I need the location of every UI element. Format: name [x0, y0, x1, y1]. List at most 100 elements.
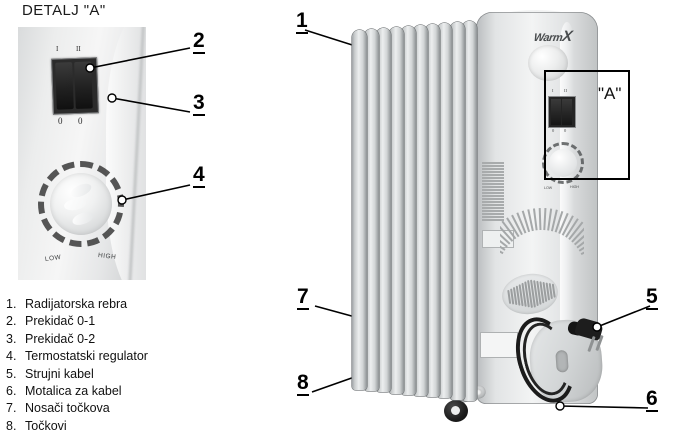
- radiator-fin: [400, 26, 416, 395]
- vent-slat: [482, 207, 504, 209]
- legend-item-label: Termostatski regulator: [25, 349, 148, 364]
- vent-slat: [551, 283, 556, 298]
- legend-item: 8.Točkovi: [6, 418, 221, 435]
- radial-fan-grille: [500, 208, 584, 274]
- legend-item-number: 2.: [6, 314, 17, 329]
- radiator-fin: [352, 30, 367, 390]
- fan-grille-slat: [543, 208, 547, 231]
- callout-number-4: 4: [193, 163, 205, 188]
- fan-grille-slat: [538, 208, 542, 231]
- thermostat-dial-panel[interactable]: [542, 142, 584, 184]
- vent-slat: [482, 189, 504, 191]
- vent-slat: [482, 198, 504, 200]
- vent-slat: [482, 204, 504, 206]
- callout-number-7: 7: [297, 285, 309, 310]
- callout-number-2: 2: [193, 29, 205, 54]
- legend-item-number: 6.: [6, 384, 17, 399]
- panel-switch-mark-i: I: [552, 88, 554, 93]
- callout-number-3: 3: [193, 91, 205, 116]
- vent-slat: [482, 219, 504, 221]
- vent-slat: [482, 171, 504, 173]
- legend-item-label: Prekidač 0-1: [25, 314, 96, 329]
- vent-slat: [482, 180, 504, 182]
- fan-grille-slat: [532, 208, 538, 231]
- vent-slat: [482, 201, 504, 203]
- callout-number-8: 8: [297, 371, 309, 396]
- radiator-fin: [425, 24, 441, 398]
- legend-item: 6. Motalica za kabel: [6, 383, 221, 400]
- radiator-fin: [449, 22, 465, 400]
- legend-item-number: 7.: [6, 401, 17, 416]
- knob-blade: [70, 209, 96, 228]
- thermostat-dial-detail[interactable]: [38, 161, 124, 247]
- switch-mark-zero-left: 0: [58, 116, 63, 126]
- rocker-switch-detail[interactable]: [51, 57, 99, 115]
- legend-item-label: Nosači točkova: [25, 401, 110, 416]
- callout-box-label: "A": [598, 84, 622, 103]
- vent-slat: [482, 162, 504, 164]
- legend-item-label: Strujni kabel: [25, 366, 94, 381]
- vent-slat: [482, 216, 504, 218]
- legend-item: 3. Prekidač 0-2: [6, 331, 221, 348]
- vent-slat: [482, 186, 504, 188]
- detail-photo-panel: I II 0 0 LOW HIGH: [18, 27, 146, 280]
- radiator-fin: [364, 29, 380, 392]
- panel-dial-ring: [542, 142, 584, 184]
- radiator-fin: [388, 27, 404, 394]
- legend-item: 4. Termostatski regulator: [6, 348, 221, 365]
- radiator-fin: [413, 25, 428, 396]
- detail-title: DETALJ "A": [22, 2, 106, 19]
- callout-number-1: 1: [296, 9, 308, 34]
- legend-item-label: Prekidač 0-2: [25, 331, 96, 346]
- legend-item-number: 4.: [6, 349, 17, 364]
- upper-vent-grille: [482, 162, 504, 221]
- knob-blade: [63, 197, 87, 212]
- legend-item-label: Motalica za kabel: [25, 384, 122, 399]
- legend-item-number: 3.: [6, 331, 17, 346]
- vent-slat: [482, 174, 504, 176]
- panel-switch-zero-right: 0: [564, 128, 567, 133]
- top-control-knob[interactable]: [528, 45, 568, 81]
- radiator-fins: [352, 20, 492, 401]
- legend-item: 1. Radijatorska rebra: [6, 296, 221, 313]
- parts-legend: 1. Radijatorska rebra 2. Prekidač 0-1 3. Prek…: [6, 296, 221, 435]
- panel-dial-label-low: LOW: [544, 186, 553, 190]
- legend-item: 2. Prekidač 0-1: [6, 313, 221, 330]
- panel-switch-mark-ii: II: [564, 88, 567, 93]
- radiator-fin: [376, 28, 392, 393]
- caster-wheel-right: [444, 400, 468, 422]
- radiator-fin: [437, 23, 453, 399]
- vent-slat: [482, 195, 504, 197]
- thermostat-knob[interactable]: [50, 173, 112, 235]
- switch-mark-i: I: [56, 45, 59, 53]
- callout-number-5: 5: [646, 285, 658, 310]
- switch-mark-zero-right: 0: [78, 116, 83, 126]
- vent-slat: [482, 183, 504, 185]
- panel-dial-knob[interactable]: [549, 149, 577, 177]
- radiator-fin: [461, 21, 477, 401]
- legend-item-number: 8.: [6, 418, 17, 433]
- callout-number-6: 6: [646, 387, 658, 412]
- rocker-switch-panel[interactable]: [548, 96, 576, 128]
- product-label-sticker: [480, 332, 518, 358]
- vent-slat: [482, 210, 504, 212]
- brand-logo: WarmX: [533, 28, 573, 45]
- knob-blade: [68, 181, 94, 200]
- legend-item-label: Radijatorska rebra: [25, 297, 128, 311]
- legend-item-number: 5.: [6, 366, 17, 381]
- legend-item-number: 1.: [6, 297, 17, 311]
- detail-callout-box: [544, 70, 630, 180]
- panel-dial-label-high: HIGH: [570, 185, 579, 189]
- legend-item: 5. Strujni kabel: [6, 366, 221, 383]
- vent-slat: [482, 213, 504, 215]
- panel-switch-zero-left: 0: [552, 128, 555, 133]
- switch-mark-ii: II: [76, 45, 81, 53]
- dial-label-low: LOW: [44, 253, 62, 264]
- legend-item: 7. Nosači točkova: [6, 400, 221, 417]
- vent-slat: [482, 177, 504, 179]
- vent-slat: [482, 165, 504, 167]
- dial-label-high: HIGH: [97, 252, 117, 261]
- brand-text: Warm: [532, 32, 564, 44]
- vent-slat: [482, 168, 504, 170]
